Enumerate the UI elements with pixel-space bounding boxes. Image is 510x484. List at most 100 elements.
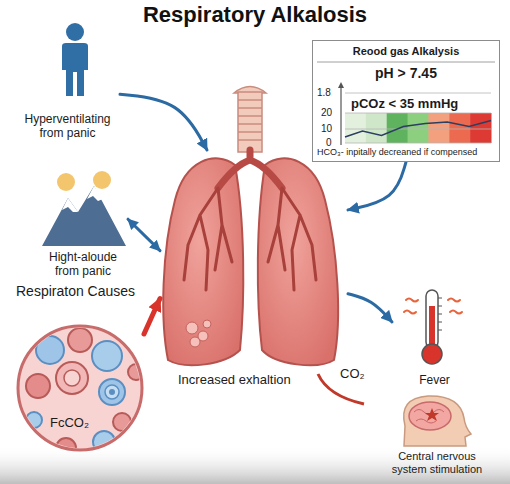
mountain-icon	[87, 186, 103, 201]
node-label: Central nervous system stimulation	[380, 450, 494, 476]
alveoli-zoom-drawing	[105, 385, 119, 399]
flow-arrow	[128, 219, 160, 250]
thermometer-icon	[406, 299, 418, 302]
trachea	[238, 123, 262, 125]
thermometer-icon	[438, 322, 442, 323]
axis-arrow	[338, 82, 344, 88]
grid-line	[345, 143, 491, 144]
flow-arrow	[348, 162, 406, 210]
thermometer-icon	[404, 311, 416, 314]
alveoli-zoom-drawing	[26, 328, 144, 458]
head-brain-icon	[404, 396, 471, 446]
range-cell	[345, 113, 366, 143]
mountain-icon	[93, 171, 111, 189]
lungs-drawing	[186, 320, 211, 347]
flow-arrow	[144, 299, 160, 334]
person-icon	[66, 23, 84, 41]
ph-value: pH > 7.45	[313, 65, 499, 82]
trachea	[234, 87, 266, 153]
cause-box: Fever	[392, 285, 477, 390]
thermometer-icon	[404, 290, 462, 364]
thermometer-icon	[404, 299, 462, 314]
node-label: Hyperventilating from panic	[17, 112, 118, 141]
alveoli-zoom: Respiraton CausesFcCO₂	[12, 283, 144, 453]
chart-axis	[340, 86, 341, 145]
alveoli-zoom-drawing	[26, 412, 42, 428]
alveoli-zoom-drawing	[99, 379, 125, 405]
trachea	[238, 131, 262, 133]
thermometer-icon	[438, 306, 442, 307]
alveoli-zoom-drawing	[93, 431, 115, 453]
panel-title: Reood gas Alkalysis	[313, 45, 499, 58]
alveoli-zoom-drawing	[36, 336, 64, 364]
lungs-drawing	[203, 320, 211, 328]
grid-line	[345, 93, 491, 94]
trend-line	[345, 121, 491, 138]
cause-box: Hyperventilating from panic	[15, 20, 120, 144]
alveoli-zoom-drawing	[56, 362, 88, 394]
mountain-icon	[62, 198, 78, 212]
lungs-drawing	[190, 337, 200, 347]
alveoli-zoom-drawing	[113, 413, 131, 431]
alveoli-zoom-drawing	[56, 438, 76, 458]
lungs-drawing	[163, 150, 338, 365]
range-cell	[387, 113, 408, 143]
node-label: Hight-aloude from panic	[40, 250, 126, 279]
trachea	[238, 115, 262, 117]
pco2-value: pCOz < 35 mmHg	[349, 96, 460, 112]
gas-label: FcCO₂	[48, 415, 91, 431]
section-heading: Respiraton Causes	[16, 283, 135, 300]
thermometer-icon	[448, 299, 460, 302]
person-icon	[62, 23, 88, 96]
node-label: Fever	[394, 373, 475, 387]
thermometer-icon	[438, 330, 442, 331]
head-brain-icon	[425, 408, 439, 421]
thermometer-icon	[438, 314, 442, 315]
head-brain-icon	[409, 402, 451, 430]
axis-number: 1.8	[317, 87, 331, 99]
alveoli-zoom-drawing	[92, 341, 122, 371]
alveoli-zoom-drawing	[18, 326, 142, 450]
lungs-drawing	[258, 158, 338, 365]
person-icon	[62, 43, 88, 96]
range-cell	[408, 113, 429, 143]
grid-line	[345, 113, 491, 114]
flow-arrow	[348, 294, 392, 322]
range-cell	[470, 113, 491, 143]
range-cell	[428, 113, 449, 143]
mountain-icon	[42, 171, 126, 246]
cause-box: Central nervous system stimulation	[378, 392, 496, 479]
flow-arrow	[120, 94, 207, 150]
head-brain-icon	[404, 396, 471, 446]
thermometer-icon	[438, 298, 442, 299]
diagram-title: Respiratory Alkalosis	[0, 2, 510, 28]
alveoli-zoom-drawing	[18, 326, 144, 458]
trachea	[238, 107, 262, 109]
alveoli-zoom-drawing	[64, 370, 80, 386]
mountain-icon	[42, 186, 126, 246]
panel-rule	[317, 62, 495, 63]
lungs-drawing	[218, 150, 282, 188]
lungs-drawing	[184, 188, 316, 290]
blood-gas-panel: Reood gas Alkalysis pH > 7.45 pCOz < 35 mm…	[312, 40, 500, 162]
thermometer-icon	[422, 344, 442, 364]
trachea	[238, 139, 262, 141]
alveoli-zoom-drawing	[128, 364, 144, 380]
lungs-organ: Increased exhaltion	[160, 150, 348, 390]
mountain-icon	[57, 173, 75, 191]
trachea	[238, 99, 262, 101]
alveoli-zoom-drawing	[68, 328, 92, 352]
alveoli-zoom-drawing	[26, 374, 50, 398]
lungs-caption: Increased exhaltion	[178, 372, 291, 388]
thermometer-icon	[450, 311, 462, 314]
trachea	[238, 100, 262, 140]
lungs-drawing	[186, 322, 198, 334]
axis-number: 20	[321, 107, 332, 119]
gas-label: CO₂	[340, 366, 365, 382]
alveoli-zoom-drawing	[109, 389, 115, 395]
bicarbonate-note: HCO₃- inpitally decreaned if compensed	[317, 147, 477, 158]
thermometer-icon	[438, 298, 442, 330]
axis-number: 10	[321, 123, 332, 135]
cause-box: Hight-aloude from panic	[38, 168, 128, 282]
